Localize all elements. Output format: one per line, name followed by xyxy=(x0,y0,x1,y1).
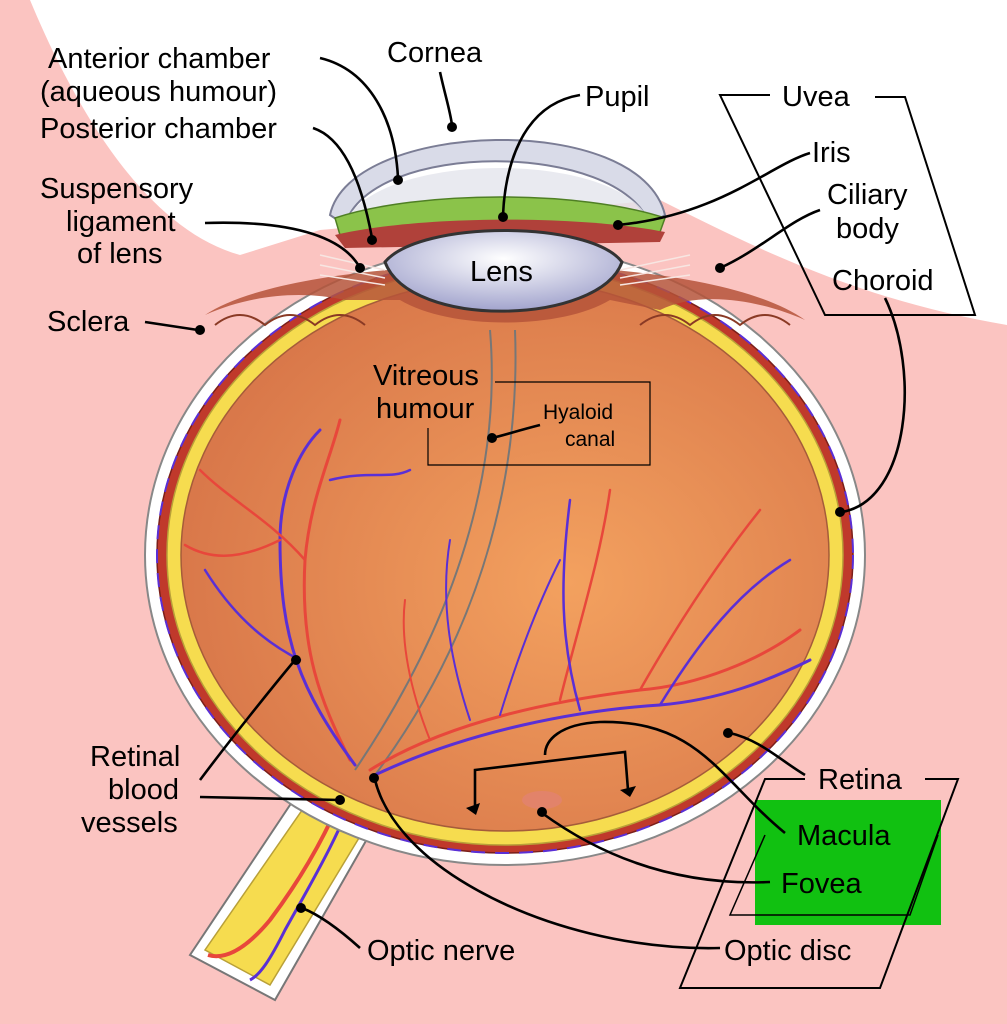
label-vitreous-2: humour xyxy=(376,393,475,425)
label-optic-nerve: Optic nerve xyxy=(367,935,515,967)
label-ciliary-1: Ciliary xyxy=(827,179,908,211)
lens-shape xyxy=(383,229,624,313)
retinal-vessels xyxy=(183,418,812,777)
label-iris: Iris xyxy=(812,137,851,169)
label-suspensory-2: ligament xyxy=(66,206,176,238)
label-sclera: Sclera xyxy=(47,306,130,338)
label-choroid: Choroid xyxy=(832,265,934,297)
label-pupil: Pupil xyxy=(585,81,650,113)
hyaloid-canal-shape xyxy=(354,329,517,776)
label-suspensory-1: Suspensory xyxy=(40,173,194,205)
label-retinal-vessels-1: Retinal xyxy=(90,741,180,773)
label-retinal-vessels-2: blood xyxy=(108,774,179,806)
label-uvea: Uvea xyxy=(782,81,851,113)
cornea-shape xyxy=(328,138,667,227)
label-ciliary-2: body xyxy=(836,213,899,245)
highlight-box xyxy=(755,800,941,925)
label-vitreous-1: Vitreous xyxy=(373,360,479,392)
label-suspensory-3: of lens xyxy=(77,238,162,270)
label-anterior-chamber-1: Anterior chamber xyxy=(48,43,271,75)
label-macula: Macula xyxy=(797,820,891,852)
suspensory-ligament xyxy=(319,254,691,286)
retina-bracket xyxy=(678,778,960,989)
label-retina: Retina xyxy=(818,764,903,796)
label-anterior-chamber-2: (aqueous humour) xyxy=(40,76,277,108)
label-cornea: Cornea xyxy=(387,37,483,69)
vitreous-shape xyxy=(180,278,830,832)
hyaloid-box xyxy=(427,381,651,466)
label-hyaloid-2: canal xyxy=(565,428,615,451)
leader-lines xyxy=(144,56,906,950)
macula-shape xyxy=(522,791,562,809)
label-fovea: Fovea xyxy=(781,868,862,900)
label-hyaloid-1: Hyaloid xyxy=(543,401,613,424)
uvea-bracket xyxy=(718,94,977,316)
label-retinal-vessels-3: vessels xyxy=(81,807,178,839)
label-optic-disc: Optic disc xyxy=(724,935,851,967)
label-lens: Lens xyxy=(470,256,533,288)
label-posterior-chamber: Posterior chamber xyxy=(40,113,277,145)
